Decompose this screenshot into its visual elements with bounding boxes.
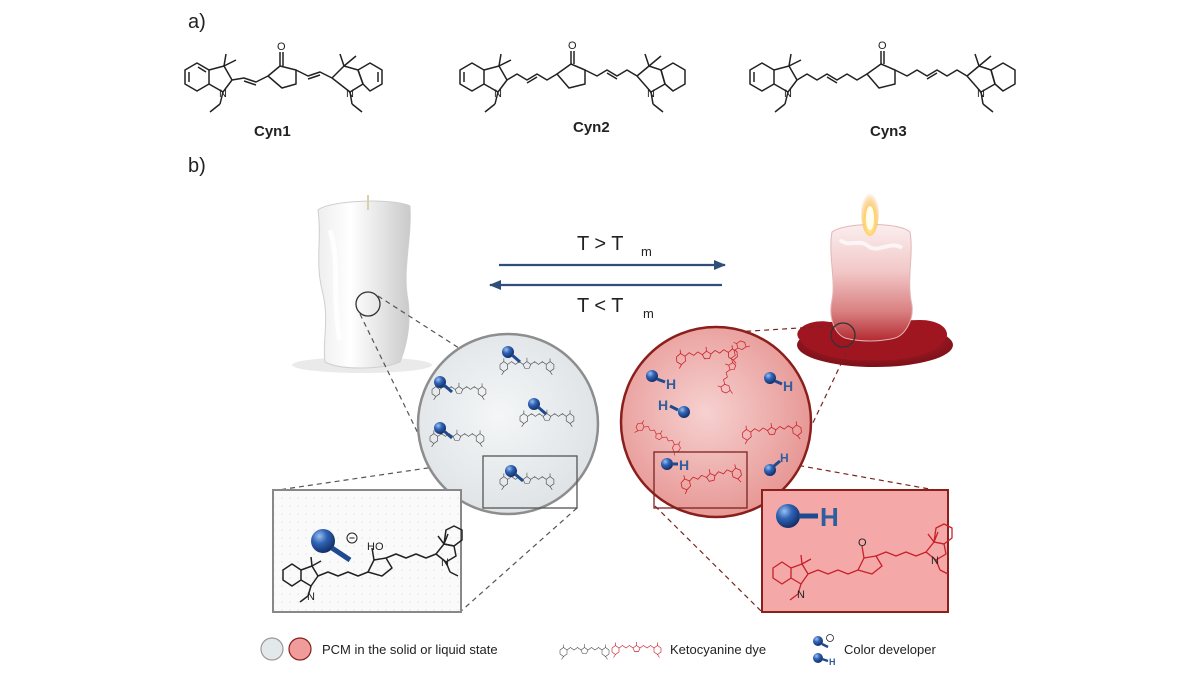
solid-state-circle [416, 332, 600, 516]
legend: PCM in the solid or liquid state Ketocya… [260, 634, 936, 667]
cyn2-nitrogen-right: N [647, 88, 655, 100]
melting-candle [797, 188, 953, 367]
liquid-inset-dye-structure [772, 523, 953, 601]
molecule-label-cyn3: Cyn3 [870, 123, 907, 140]
liquid-inset-nitrogen-left: N [797, 589, 805, 601]
legend-developer-text: Color developer [844, 642, 936, 657]
reversible-arrows: T > T m T < T m [489, 233, 726, 321]
solid-inset-nitrogen-left: N [307, 591, 315, 603]
molecule-cyn3-structure: O N N [749, 40, 1016, 113]
solid-candle-focus-circle [355, 291, 381, 317]
liquid-inset-nitrogen-right: N [931, 555, 939, 567]
solid-inset-hydroxyl: HO [367, 541, 384, 553]
legend-pcm-text: PCM in the solid or liquid state [322, 642, 498, 657]
legend-developer-h: H [829, 657, 836, 667]
solid-inset-nitrogen-right: N [441, 557, 449, 569]
legend-dye-text: Ketocyanine dye [670, 642, 766, 657]
legend-dye-red [611, 641, 662, 658]
solid-zoom-guides [277, 295, 578, 613]
legend-liquid-swatch [288, 637, 312, 661]
solid-developer-group [434, 346, 547, 483]
liquid-inset-oxygen: O [858, 537, 867, 549]
panel-a-label: a) [188, 11, 206, 33]
solid-candle [292, 195, 432, 373]
liquid-state-circle: H H H H H [619, 325, 813, 519]
liquid-h-3: H [658, 397, 668, 413]
liquid-inset-developer-ball [776, 504, 800, 528]
liquid-h-4: H [679, 457, 689, 473]
solid-inset-dye-structure [282, 525, 463, 603]
panel-b-label: b) [188, 155, 206, 177]
cyn3-nitrogen-right: N [977, 88, 985, 100]
liquid-zoom-box [653, 451, 748, 509]
liquid-inset-h: H [820, 502, 839, 532]
cyn3-oxygen: O [878, 40, 887, 52]
cyn2-nitrogen-left: N [494, 88, 502, 100]
molecule-label-cyn1: Cyn1 [254, 123, 291, 140]
melting-candle-focus-circle [830, 322, 856, 348]
legend-solid-swatch [260, 637, 284, 661]
cyn2-oxygen: O [568, 40, 577, 52]
molecule-cyn2-structure: O N N [459, 40, 686, 113]
cyn1-nitrogen-left: N [219, 88, 227, 100]
liquid-developer-group: H H H H H [646, 370, 793, 476]
forward-arrow-subscript: m [641, 244, 652, 259]
backward-arrow-subscript: m [643, 306, 654, 321]
solid-zoom-box [482, 455, 578, 509]
forward-arrow-label: T > T [577, 233, 624, 255]
solid-inset-developer-ball [311, 529, 335, 553]
legend-developer-icon: H [813, 634, 836, 667]
molecule-label-cyn2: Cyn2 [573, 119, 610, 136]
liquid-inset: H O N N [761, 489, 953, 613]
cyn1-nitrogen-right: N [346, 88, 354, 100]
solid-inset: HO N N [272, 489, 463, 613]
liquid-h-1: H [666, 376, 676, 392]
liquid-h-2: H [783, 378, 793, 394]
backward-arrow-label: T < T [577, 295, 624, 317]
cyn3-nitrogen-left: N [784, 88, 792, 100]
cyn1-oxygen: O [277, 41, 286, 53]
molecule-cyn1-structure: O N N [184, 41, 383, 113]
legend-dye-grey [559, 643, 610, 660]
liquid-zoom-guides [654, 325, 936, 613]
liquid-h-5: H [780, 451, 789, 465]
